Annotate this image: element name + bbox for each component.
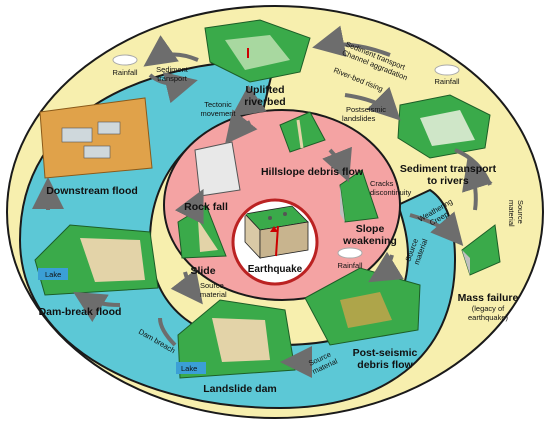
terrain-dam-break xyxy=(34,224,159,296)
terrain-cracks xyxy=(339,169,379,223)
terrain-mass-failure xyxy=(461,224,501,276)
terrain-hillslope xyxy=(279,111,326,153)
cloud-icon xyxy=(112,54,138,66)
label-lake1: Lake xyxy=(45,270,61,279)
label-rainfall-mid: Rainfall xyxy=(337,261,362,270)
label-dam-break: Dam-break flood xyxy=(39,306,122,318)
earthquake-label: Earthquake xyxy=(248,264,303,275)
cloud-icon xyxy=(434,64,460,76)
terrain-landslide-dam xyxy=(176,299,296,379)
terrain-sediment-rivers xyxy=(397,94,491,159)
label-hillslope: Hillslope debris flow xyxy=(261,166,364,178)
label-rockfall: Rock fall xyxy=(184,201,228,213)
label-rainfall-right: Rainfall xyxy=(434,77,459,86)
label-rainfall-left: Rainfall xyxy=(112,68,137,77)
terrain-rockfall xyxy=(194,141,241,197)
label-downstream: Downstream flood xyxy=(46,185,138,197)
label-source-material-right: Sourcematerial xyxy=(507,200,525,227)
earthquake-center: Earthquake xyxy=(231,198,319,286)
label-landslide-dam: Landslide dam xyxy=(203,383,277,395)
cloud-icon xyxy=(337,247,363,259)
label-slide: Slide xyxy=(190,265,215,277)
arrows xyxy=(32,25,493,378)
label-lake2: Lake xyxy=(181,364,197,373)
terrain-downstream-flood xyxy=(39,97,153,179)
terrain-uplifted-riverbed xyxy=(204,19,311,83)
label-mass-failure: Mass failure xyxy=(458,292,519,304)
terrain-postseismic-debris xyxy=(304,267,421,346)
